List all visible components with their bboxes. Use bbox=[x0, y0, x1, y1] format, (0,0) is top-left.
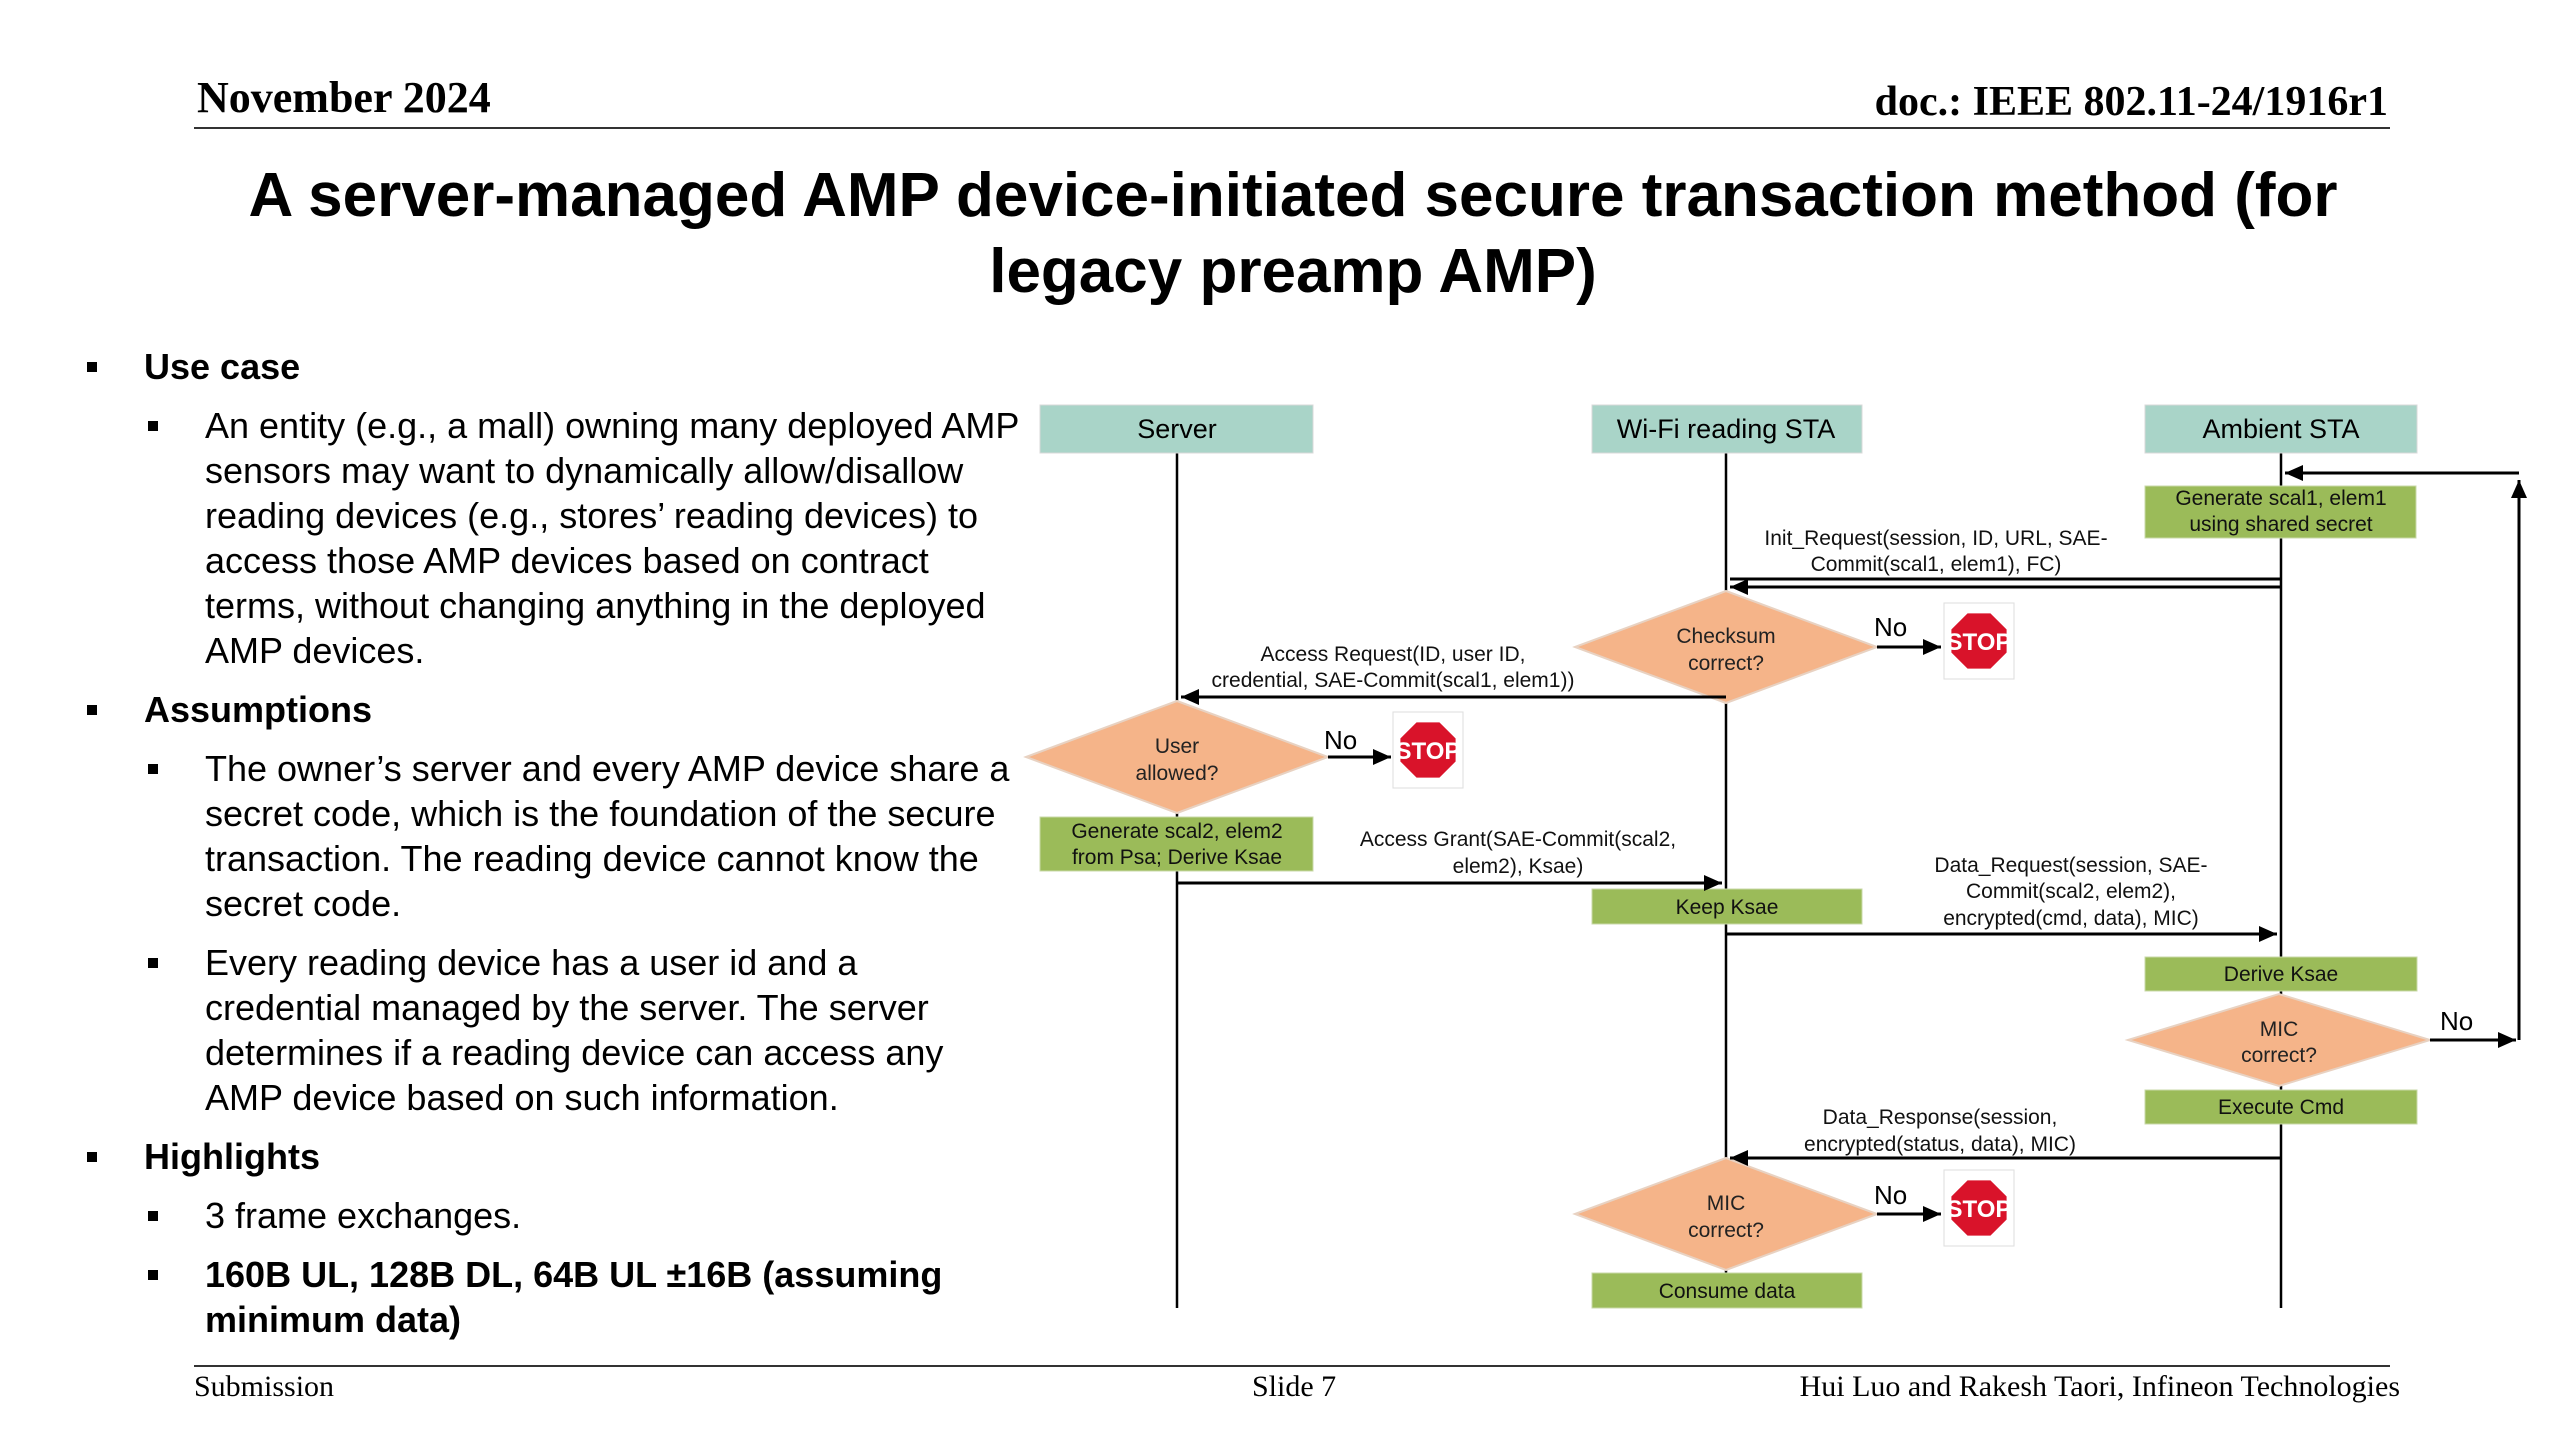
msg-data-response: encrypted(status, data), MIC) bbox=[1804, 1133, 2076, 1156]
action-text: Consume data bbox=[1659, 1280, 1796, 1303]
msg-data-request: encrypted(cmd, data), MIC) bbox=[1943, 907, 2199, 930]
msg-init-request: Init_Request(session, ID, URL, SAE- bbox=[1764, 527, 2107, 550]
slide-title: A server-managed AMP device-initiated se… bbox=[248, 161, 2338, 306]
actor-ambient-box bbox=[2144, 404, 2418, 454]
msg-access-grant: Access Grant(SAE-Commit(scal2, bbox=[1360, 828, 1676, 851]
no-label: No bbox=[1874, 1180, 1907, 1210]
action-text: Generate scal2, elem2 bbox=[1071, 820, 1282, 843]
stop-label: STOP bbox=[1396, 738, 1461, 765]
footer-divider bbox=[194, 1365, 2390, 1367]
actor-wifi-box bbox=[1591, 404, 1863, 454]
actor-server: Server bbox=[1137, 414, 1217, 444]
action-text: Generate scal1, elem1 bbox=[2175, 487, 2386, 510]
decision-text: correct? bbox=[1688, 652, 1764, 675]
decision-text: MIC bbox=[1707, 1192, 1746, 1215]
msg-access-grant: elem2), Ksae) bbox=[1453, 855, 1584, 878]
action-text: Keep Ksae bbox=[1676, 896, 1779, 919]
bullet-use-case: Use case bbox=[80, 344, 1020, 389]
bullet-assumption-2: Every reading device has a user id and a… bbox=[80, 940, 1020, 1120]
no-label: No bbox=[1874, 612, 1907, 642]
bullet-assumptions: Assumptions bbox=[80, 687, 1020, 732]
msg-data-request: Commit(scal2, elem2), bbox=[1966, 880, 2176, 903]
header-date: November 2024 bbox=[197, 73, 491, 122]
msg-data-response: Data_Response(session, bbox=[1823, 1106, 2058, 1129]
actor-server-box bbox=[1039, 404, 1314, 454]
decision-text: correct? bbox=[2241, 1044, 2317, 1067]
header-doc-id: doc.: IEEE 802.11-24/1916r1 bbox=[1874, 79, 2388, 125]
bullet-use-case-text: An entity (e.g., a mall) owning many dep… bbox=[80, 403, 1020, 673]
bullet-highlight-2: 160B UL, 128B DL, 64B UL ±16B (assuming … bbox=[80, 1252, 1020, 1342]
bullet-highlight-1: 3 frame exchanges. bbox=[80, 1193, 1020, 1238]
action-text: using shared secret bbox=[2189, 513, 2372, 536]
stop-sign-icon bbox=[1949, 611, 2009, 671]
stop-sign-icon bbox=[1949, 1178, 2009, 1238]
decision-text: correct? bbox=[1688, 1219, 1764, 1242]
header-divider bbox=[194, 127, 2390, 129]
action-keep-ksae bbox=[1591, 888, 1863, 925]
action-generate-scal2 bbox=[1039, 816, 1314, 872]
action-text: from Psa; Derive Ksae bbox=[1072, 846, 1282, 869]
action-text: Execute Cmd bbox=[2218, 1096, 2344, 1119]
decision-text: Checksum bbox=[1676, 625, 1775, 648]
footer-submission: Submission bbox=[194, 1370, 335, 1403]
stop-sign-icon bbox=[1398, 720, 1458, 780]
no-label: No bbox=[2440, 1006, 2473, 1036]
decision-text: User bbox=[1155, 735, 1199, 758]
msg-data-request: Data_Request(session, SAE- bbox=[1934, 854, 2207, 877]
stop-label: STOP bbox=[1947, 1196, 2012, 1223]
bullet-assumption-1: The owner’s server and every AMP device … bbox=[80, 746, 1020, 926]
msg-access-request: credential, SAE-Commit(scal1, elem1)) bbox=[1212, 669, 1575, 692]
action-generate-scal1 bbox=[2144, 485, 2417, 539]
msg-init-request: Commit(scal1, elem1), FC) bbox=[1811, 553, 2062, 576]
actor-headers: Server Wi-Fi reading STA Ambient STA bbox=[1039, 404, 2418, 454]
action-derive-ksae bbox=[2144, 956, 2418, 992]
footer-authors: Hui Luo and Rakesh Taori, Infineon Techn… bbox=[1799, 1370, 2400, 1403]
action-text: Derive Ksae bbox=[2224, 963, 2338, 986]
decision-text: MIC bbox=[2260, 1018, 2299, 1041]
actor-ambient: Ambient STA bbox=[2202, 414, 2359, 444]
no-label: No bbox=[1324, 725, 1357, 755]
footer-slide-number: Slide 7 bbox=[1252, 1370, 1337, 1403]
action-execute-cmd bbox=[2144, 1089, 2418, 1125]
action-consume-data bbox=[1591, 1272, 1863, 1309]
bullet-list: Use case An entity (e.g., a mall) owning… bbox=[80, 344, 1020, 1342]
bullet-highlights: Highlights bbox=[80, 1134, 1020, 1179]
msg-access-request: Access Request(ID, user ID, bbox=[1261, 643, 1526, 666]
stop-label: STOP bbox=[1947, 629, 2012, 656]
actor-wifi: Wi-Fi reading STA bbox=[1617, 414, 1836, 444]
decision-text: allowed? bbox=[1136, 762, 1219, 785]
